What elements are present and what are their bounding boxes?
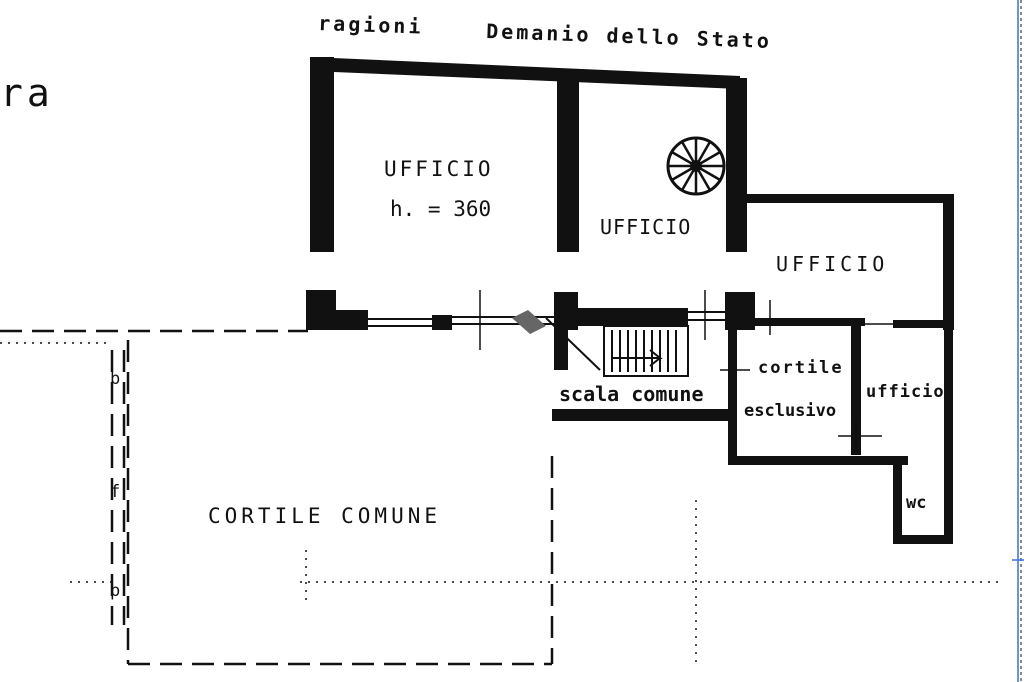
wall-bottom-d xyxy=(725,292,755,330)
wall-bottom-e xyxy=(755,318,865,326)
wall-bottom-a xyxy=(432,315,452,330)
wall-cortile-divider xyxy=(851,325,861,455)
room-label-ufficio-small: ufficio xyxy=(866,382,945,402)
door-marker xyxy=(512,310,546,334)
margin-mark-b: b xyxy=(110,369,120,389)
spiral-stair xyxy=(666,136,726,196)
wall-stair-bottom xyxy=(552,409,728,421)
wall-middle xyxy=(557,72,579,252)
wall-middle-right xyxy=(726,78,747,252)
wall-wc-bottom xyxy=(893,535,953,544)
window-lines xyxy=(366,290,893,455)
wall-wc-left xyxy=(893,456,902,544)
wall-stair-left xyxy=(554,330,568,370)
wall-left-base xyxy=(306,310,368,330)
room-label-cortile-comune: CORTILE COMUNE xyxy=(208,504,441,528)
room-label-scala-comune: scala comune xyxy=(559,382,704,406)
neighbor-label-demanio: Demanio dello Stato xyxy=(486,19,772,53)
margin-mark-p: p xyxy=(110,581,120,601)
scan-edge xyxy=(1012,0,1024,682)
wall-left xyxy=(310,57,334,252)
wall-bottom-c xyxy=(578,308,688,326)
top-left-partial-text: ra xyxy=(0,71,54,115)
margin-mark-f: f xyxy=(110,482,120,502)
boundary-lines xyxy=(0,329,1000,666)
room-label-wc: wc xyxy=(906,493,926,513)
straight-stair xyxy=(603,325,689,377)
wall-top xyxy=(310,57,740,89)
wall-right-side xyxy=(943,194,954,330)
room-label-ufficio-main: UFFICIO xyxy=(384,157,494,181)
wall-bottom-b xyxy=(554,292,578,330)
neighbor-label-ragioni: ragioni xyxy=(318,11,424,39)
room-label-ufficio-right: UFFICIO xyxy=(776,252,888,276)
room-label-cortile-esclusivo-2: esclusivo xyxy=(744,401,836,421)
wall-cortile-bottom xyxy=(728,456,908,465)
room-label-ufficio-middle: UFFICIO xyxy=(600,215,691,239)
wall-bottom-f xyxy=(893,320,945,328)
wall-right-top xyxy=(740,194,954,203)
room-label-cortile-esclusivo-1: cortile xyxy=(758,358,844,378)
walls xyxy=(306,57,954,544)
wall-cortile-left xyxy=(728,325,737,465)
room-label-ufficio-height: h. = 360 xyxy=(390,197,491,221)
wall-wc-right xyxy=(944,325,953,544)
